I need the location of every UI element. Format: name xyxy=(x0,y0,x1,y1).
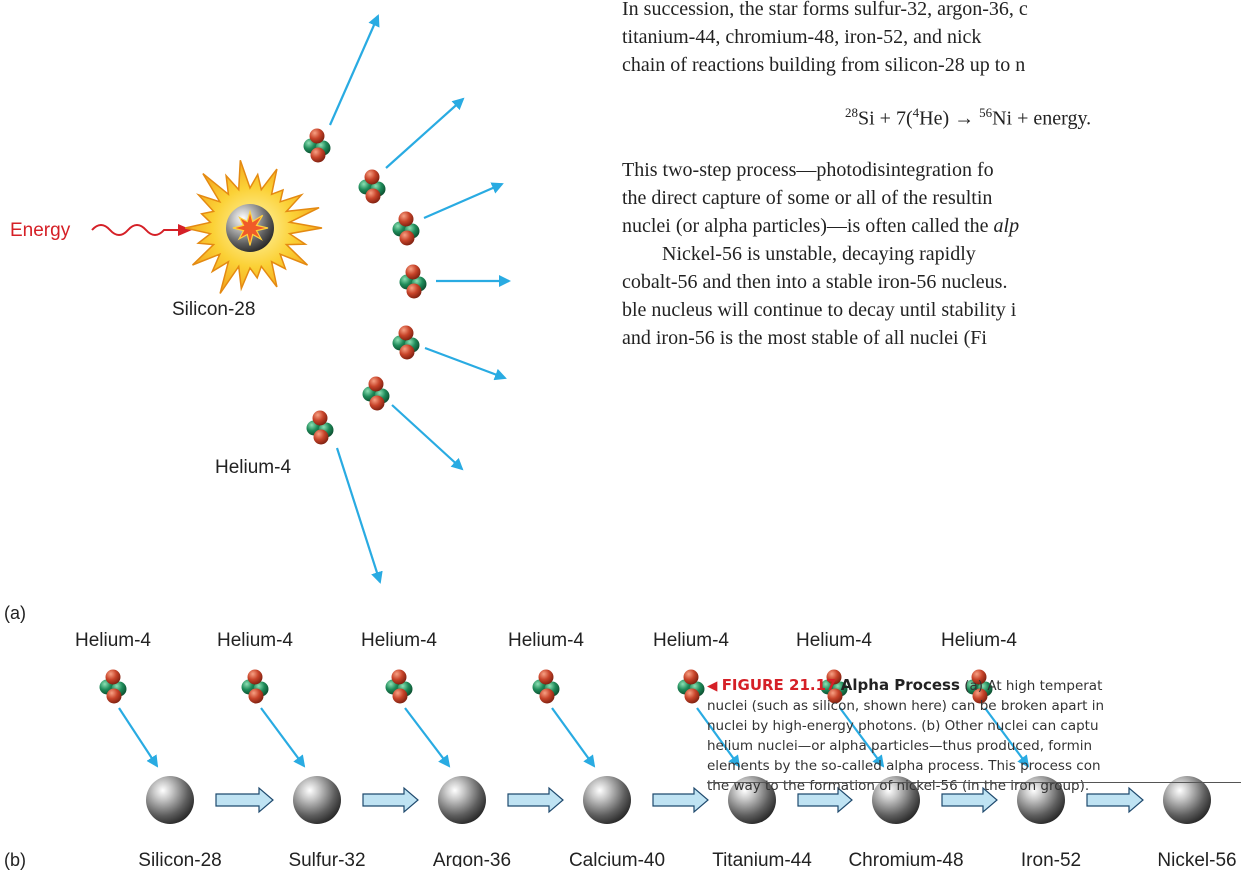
helium-4-nucleus-icon xyxy=(392,211,420,246)
helium-4-label: Helium-4 xyxy=(796,630,872,651)
helium-4-label: Helium-4 xyxy=(508,630,584,651)
helium-trajectory-arrow xyxy=(391,404,464,471)
helium-4-nucleus-icon xyxy=(392,325,420,360)
helium-capture-arrow xyxy=(260,707,306,768)
text-line-1: In succession, the star forms sulfur-32,… xyxy=(622,0,1028,20)
helium-4-nucleus-icon xyxy=(358,169,386,204)
caption-line-3: nuclei by high-energy photons. (b) Other… xyxy=(707,718,1099,734)
silicon-28-label: Silicon-28 xyxy=(172,299,255,320)
nucleus-label: Silicon-28 xyxy=(138,850,221,867)
helium-4-nucleus-icon xyxy=(303,128,331,163)
nucleus-ball-chromium-48 xyxy=(872,776,920,824)
chain-arrow xyxy=(941,786,998,814)
text-line-3: chain of reactions building from silicon… xyxy=(622,54,1026,76)
nucleus-ball-calcium-40 xyxy=(583,776,631,824)
nucleus-label: Chromium-48 xyxy=(848,850,963,867)
helium-4-nucleus-icon xyxy=(362,376,390,411)
helium-capture-arrow xyxy=(404,707,451,768)
chain-arrow xyxy=(797,786,853,814)
helium-4-nucleus-icon xyxy=(385,669,413,704)
helium-4-nucleus-icon xyxy=(532,669,560,704)
para2-line-1: This two-step process—photodisintegratio… xyxy=(622,159,994,181)
para3-line-3: ble nucleus will continue to decay until… xyxy=(622,299,1017,321)
nucleus-ball-sulfur-32 xyxy=(293,776,341,824)
helium-capture-arrow xyxy=(984,707,1030,768)
chain-arrow xyxy=(652,786,709,814)
caption-heading: ◀ FIGURE 21.17 Alpha Process (a) At high… xyxy=(707,676,1103,694)
photodisintegration-burst xyxy=(185,160,323,294)
panel-b-tag: (b) xyxy=(4,850,26,870)
helium-4-label: Helium-4 xyxy=(361,630,437,651)
helium-trajectory-arrow xyxy=(423,182,504,220)
helium-4-label: Helium-4 xyxy=(75,630,151,651)
helium-4-label: Helium-4 xyxy=(215,457,291,478)
energy-wave-arrow xyxy=(91,224,192,236)
helium-4-nucleus-icon xyxy=(99,669,127,704)
helium-labels: Helium-4 Helium-4 Helium-4 Helium-4 Helium-4… xyxy=(75,630,1017,651)
helium-capture-arrow xyxy=(118,707,159,768)
caption-pointer-icon: ◀ xyxy=(707,678,718,694)
alpha-process-equation: 28Si + 7(4He) → 56Ni + energy. xyxy=(845,105,1092,130)
helium-capture-arrow xyxy=(551,707,596,768)
para2-line-2: the direct capture of some or all of the… xyxy=(622,187,993,209)
nucleus-label: Iron-52 xyxy=(1021,850,1081,867)
helium-trajectories xyxy=(328,14,511,584)
panel-a-tag: (a) xyxy=(4,603,26,623)
nucleus-ball-argon-36 xyxy=(438,776,486,824)
chain-arrow xyxy=(362,786,419,814)
helium-4-label: Helium-4 xyxy=(941,630,1017,651)
caption-rule xyxy=(707,782,1241,783)
helium-4-label: Helium-4 xyxy=(217,630,293,651)
nucleus-ball-iron-52 xyxy=(1017,776,1065,824)
helium-4-nucleus-icon xyxy=(965,669,993,704)
figure-caption: ◀ FIGURE 21.17 Alpha Process (a) At high… xyxy=(707,675,1241,796)
chain-arrow xyxy=(507,786,564,814)
para3-line-4: and iron-56 is the most stable of all nu… xyxy=(622,327,987,349)
para2-line-3: nuclei (or alpha particles)—is often cal… xyxy=(622,215,1020,237)
text-line-2: titanium-44, chromium-48, iron-52, and n… xyxy=(622,26,982,48)
helium-4-nucleus-icon xyxy=(241,669,269,704)
caption-line-5: elements by the so-called alpha process.… xyxy=(707,758,1101,774)
helium-capture-arrow xyxy=(839,707,885,768)
chain-arrow xyxy=(215,786,274,814)
helium-nuclei-group xyxy=(303,128,427,445)
energy-label: Energy xyxy=(10,220,71,241)
para3-line-2: cobalt-56 and then into a stable iron-56… xyxy=(622,271,1008,293)
nucleus-label: Titanium-44 xyxy=(712,850,812,867)
caption-line-6: the way to the formation of nickel-56 (i… xyxy=(707,778,1090,794)
helium-4-nucleus-icon xyxy=(306,410,334,445)
nucleus-label: Nickel-56 xyxy=(1157,850,1236,867)
helium-4-nucleus-icon xyxy=(677,669,705,704)
helium-4-nucleus-icon xyxy=(399,264,427,299)
helium-capture-arrow xyxy=(696,707,741,768)
nucleus-label: Sulfur-32 xyxy=(288,850,365,867)
caption-line-2: nuclei (such as silicon, shown here) can… xyxy=(707,698,1105,714)
helium-trajectory-arrow xyxy=(328,14,380,126)
helium-4-nucleus-icon xyxy=(820,669,848,704)
helium-trajectory-arrow xyxy=(385,97,465,169)
helium-4-label: Helium-4 xyxy=(653,630,729,651)
helium-trajectory-arrow xyxy=(424,346,507,381)
nucleus-label: Calcium-40 xyxy=(569,850,665,867)
alpha-capture-chain: Helium-4 Helium-4 Helium-4 Helium-4 Helium-4… xyxy=(75,630,1237,867)
nucleus-ball-nickel-56 xyxy=(1163,776,1211,824)
nucleus-ball-silicon-28 xyxy=(146,776,194,824)
nucleus-label: Argon-36 xyxy=(433,850,511,867)
nucleus-ball-titanium-44 xyxy=(728,776,776,824)
chain-arrow xyxy=(1086,786,1144,814)
para3-line-1: Nickel-56 is unstable, decaying rapidly xyxy=(662,243,976,265)
caption-line-4: helium nuclei—or alpha particles—thus pr… xyxy=(707,738,1093,754)
helium-trajectory-arrow xyxy=(335,447,383,584)
